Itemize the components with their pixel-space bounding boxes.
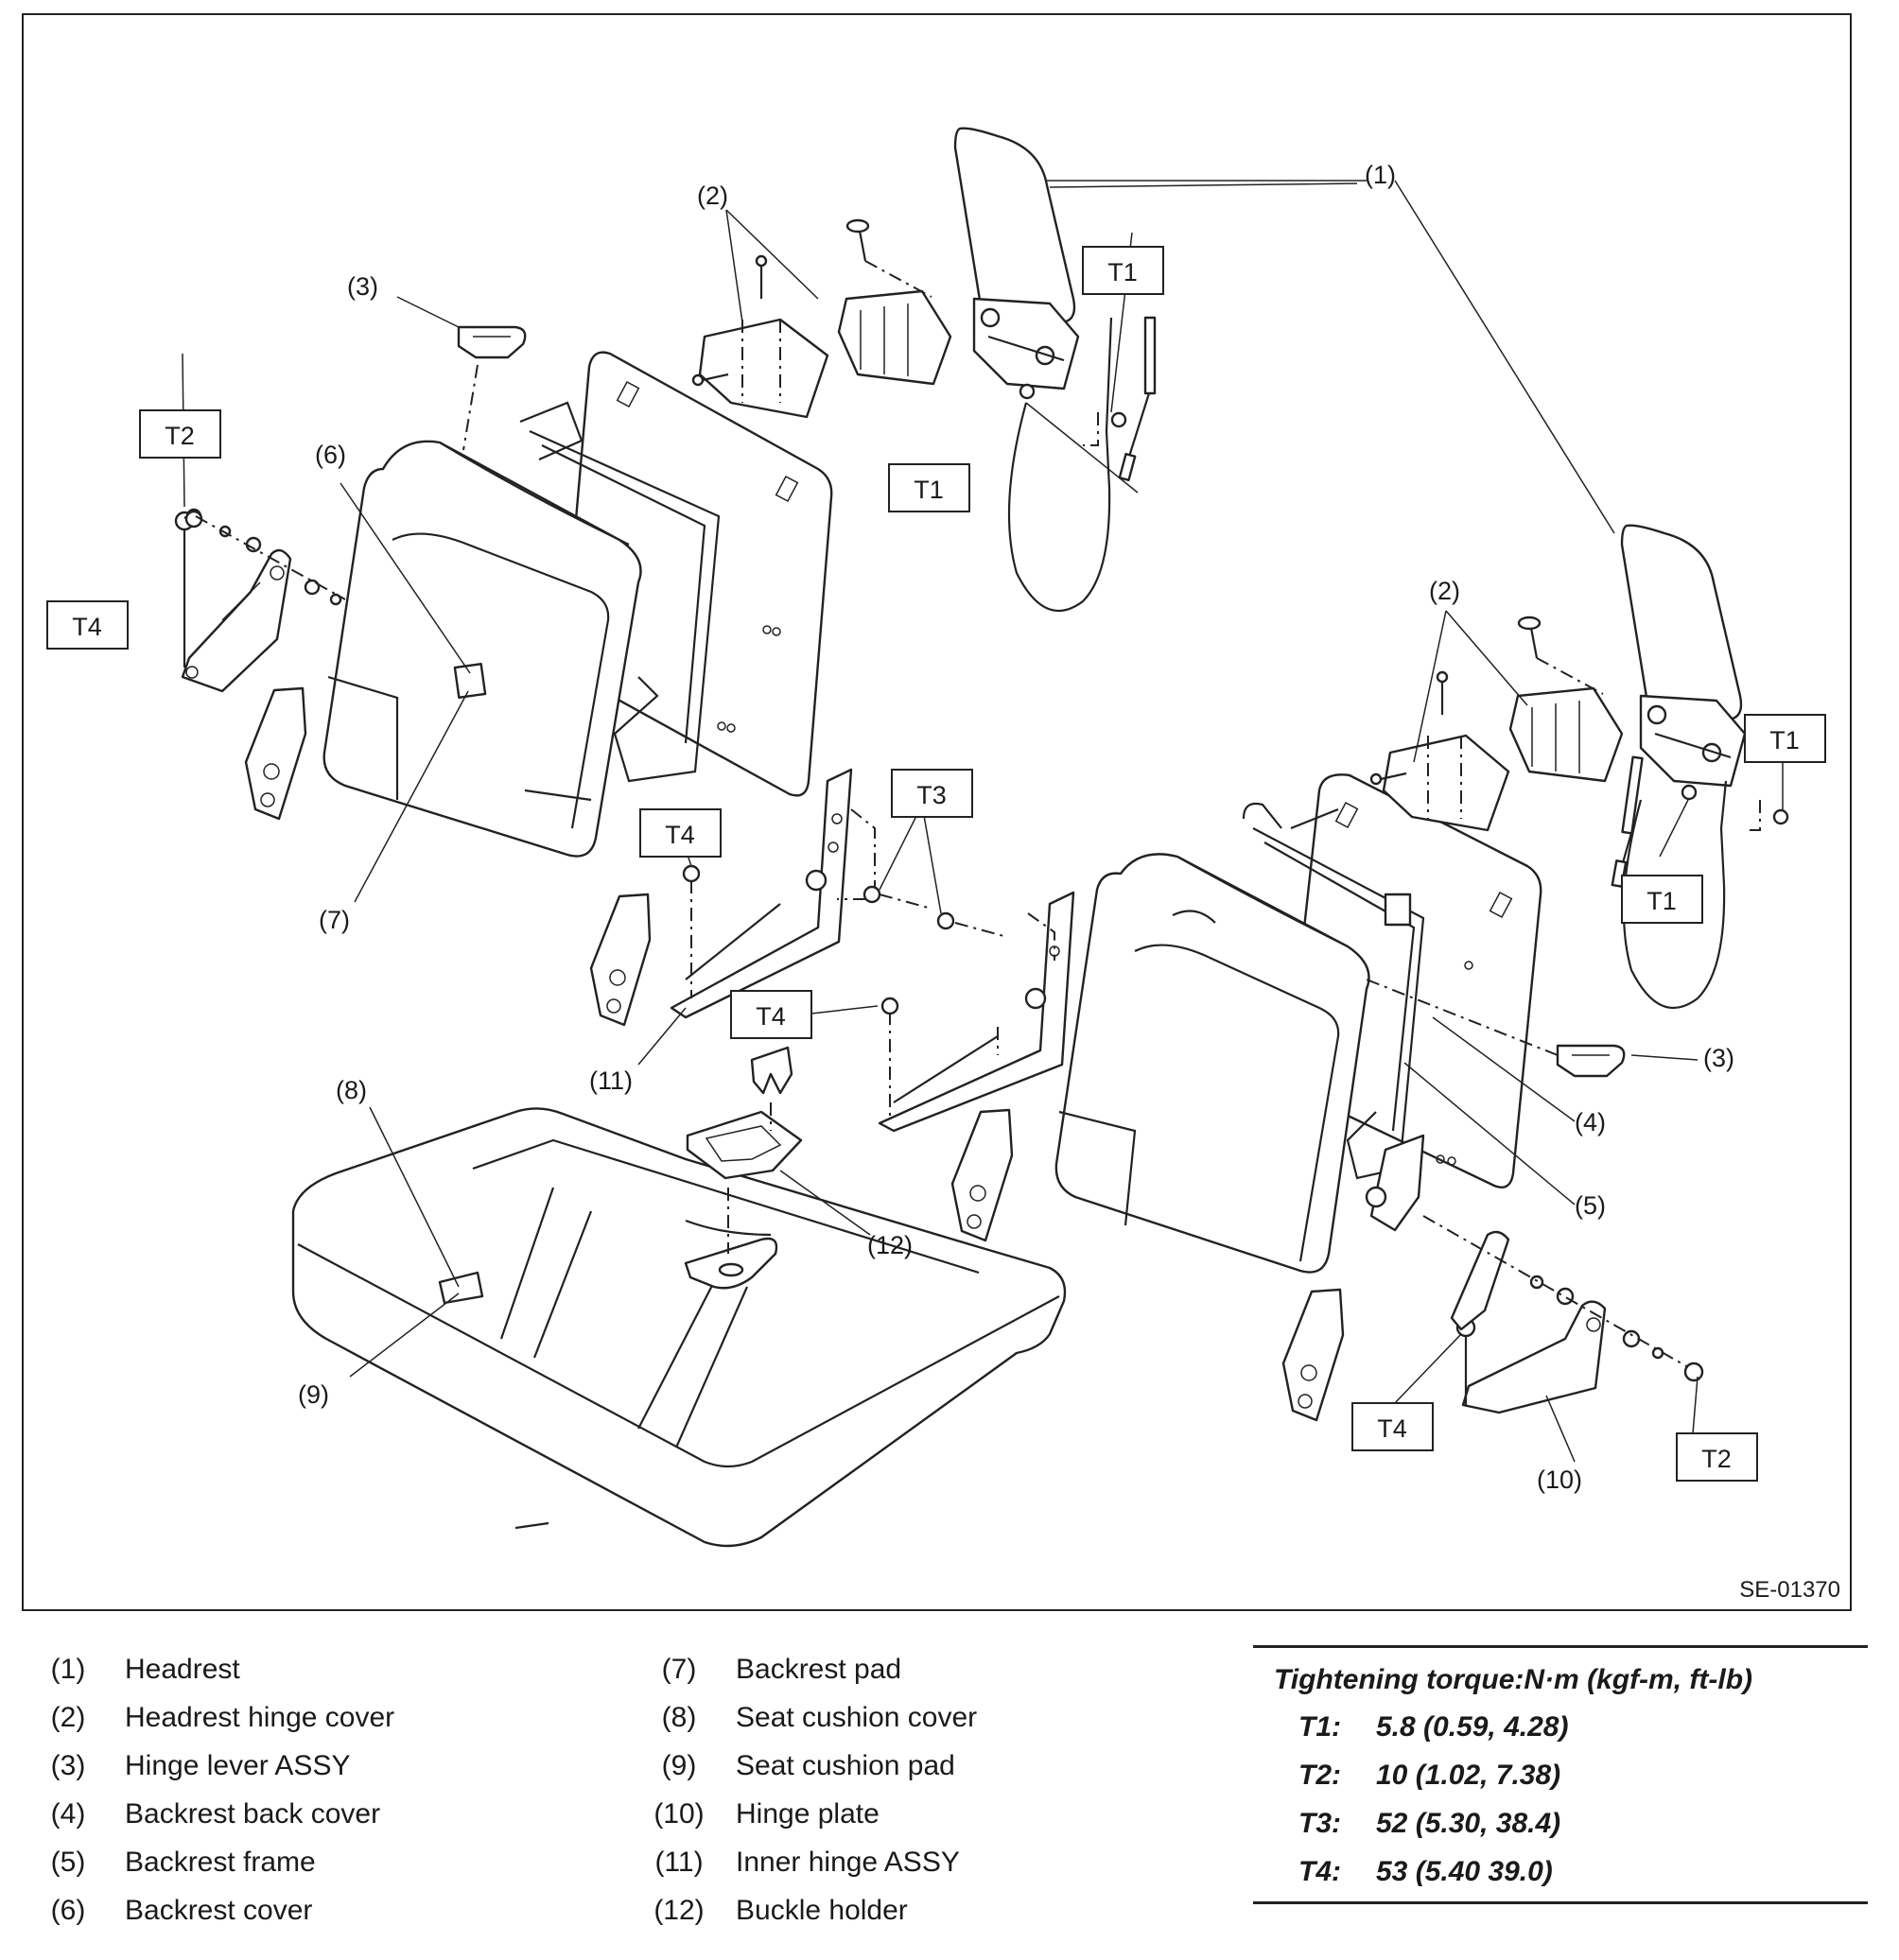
torque-box-t1-right: T1 <box>1621 875 1703 924</box>
backrest-pad-label <box>453 663 487 699</box>
hinge-foot-right <box>1281 1288 1345 1422</box>
legend-item: (3)Hinge lever ASSY <box>50 1749 351 1781</box>
exploded-diagram-frame: (1) (2) (2) (3) (3) (4) (5) (6) (7) (8) … <box>22 13 1852 1611</box>
torque-box-t1-right-top: T1 <box>1744 714 1826 763</box>
inner-hinge-assy-left <box>670 768 853 1019</box>
svg-text:T2: T2 <box>165 422 195 450</box>
callout-10: (10) <box>1537 1466 1582 1494</box>
hinge-foot-center-left <box>589 893 652 1027</box>
callout-3-right: (3) <box>1703 1044 1734 1072</box>
inner-hinge-assy-right <box>878 891 1075 1133</box>
hinge-lever-left <box>457 325 527 359</box>
hinge-lever-right <box>1556 1044 1626 1078</box>
torque-box-t4-center: T4 <box>639 808 722 858</box>
headrest-hinge-cover-left <box>837 289 952 386</box>
svg-text:T1: T1 <box>914 476 944 504</box>
frame-hinge-right <box>1369 1134 1425 1232</box>
headrest-hinge-cover-right <box>1508 686 1624 783</box>
torque-box-t3: T3 <box>891 769 973 818</box>
torque-table: Tightening torque:N·m (kgf-m, ft-lb) T1:… <box>1253 1645 1868 1904</box>
hinge-bracket-right-small <box>1450 1230 1510 1331</box>
headrest-left <box>953 127 1076 324</box>
torque-box-t1-left: T1 <box>888 463 970 512</box>
legend-item: (9)Seat cushion pad <box>661 1749 955 1781</box>
torque-box-t2-left: T2 <box>139 409 221 459</box>
seat-exploded-view: (1) (2) (2) (3) (3) (4) (5) (6) (7) (8) … <box>46 127 1826 1548</box>
callout-4: (4) <box>1575 1108 1606 1136</box>
callout-5: (5) <box>1575 1191 1606 1220</box>
legend-item: (7)Backrest pad <box>661 1653 902 1685</box>
callout-6: (6) <box>315 441 346 469</box>
headrest-mechanism-right <box>1639 694 1747 788</box>
legend-item: (5)Backrest frame <box>50 1846 316 1878</box>
legend-item: (12)Buckle holder <box>653 1894 908 1926</box>
callout-9: (9) <box>298 1380 329 1409</box>
torque-box-t4-right: T4 <box>1351 1402 1434 1451</box>
torque-box-t4-left: T4 <box>46 600 129 650</box>
headrest-hinge-bracket-left <box>698 318 829 419</box>
legend-item: (10)Hinge plate <box>653 1797 880 1830</box>
callout-7: (7) <box>319 906 350 934</box>
legend-item: (11)Inner hinge ASSY <box>654 1846 960 1878</box>
svg-text:T2: T2 <box>1701 1445 1732 1473</box>
legend-item: (8)Seat cushion cover <box>661 1701 978 1733</box>
buckle-clip <box>750 1046 793 1095</box>
svg-text:T4: T4 <box>72 613 102 641</box>
callout-8: (8) <box>336 1076 367 1104</box>
buckle-holder <box>686 1110 803 1180</box>
figure-code: SE-01370 <box>1739 1577 1840 1603</box>
torque-box-t1-top: T1 <box>1082 246 1164 295</box>
headrest-mechanism-left <box>972 297 1080 390</box>
torque-row: T1:5.8 (0.59, 4.28) <box>1298 1710 1569 1743</box>
backrest-cover-right <box>1054 853 1370 1274</box>
callout-1: (1) <box>1365 161 1396 189</box>
callout-3-left: (3) <box>347 272 378 301</box>
legend-column-2: (7)Backrest pad (8)Seat cushion cover (9… <box>653 1645 977 1934</box>
seat-cushion <box>291 1107 1067 1548</box>
hinge-foot-center-right <box>950 1108 1014 1242</box>
side-bracket-left <box>181 548 292 693</box>
svg-text:T4: T4 <box>756 1002 786 1031</box>
torque-table-title: Tightening torque:N·m (kgf-m, ft-lb) <box>1274 1664 1753 1695</box>
callout-2-left: (2) <box>697 182 728 210</box>
backrest-cover-left <box>322 440 642 858</box>
legend-item: (4)Backrest back cover <box>50 1797 381 1830</box>
torque-box-t2-right: T2 <box>1676 1432 1758 1482</box>
callout-2-right: (2) <box>1429 577 1460 605</box>
torque-row: T4:53 (5.40 39.0) <box>1298 1855 1553 1887</box>
legend-item: (1)Headrest <box>50 1653 240 1685</box>
headrest-right <box>1620 524 1743 721</box>
seat-cushion-pad-label <box>438 1271 484 1305</box>
svg-text:T1: T1 <box>1769 726 1800 755</box>
svg-text:T3: T3 <box>916 781 947 809</box>
backrest-back-cover-left <box>563 351 833 797</box>
hinge-foot-left <box>244 686 307 821</box>
svg-text:T1: T1 <box>1107 258 1138 286</box>
torque-row: T2:10 (1.02, 7.38) <box>1298 1759 1561 1791</box>
backrest-frame-left <box>529 429 721 783</box>
torque-box-t4-center-low: T4 <box>730 990 812 1039</box>
svg-text:T4: T4 <box>665 821 695 849</box>
callout-11: (11) <box>589 1067 633 1095</box>
legend-column-1: (1)Headrest (2)Headrest hinge cover (3)H… <box>42 1645 395 1934</box>
callout-12: (12) <box>867 1231 913 1259</box>
legend-item: (6)Backrest cover <box>50 1894 313 1926</box>
svg-text:T1: T1 <box>1646 887 1677 915</box>
release-cable-left <box>1007 402 1111 613</box>
torque-row: T3:52 (5.30, 38.4) <box>1298 1807 1561 1839</box>
svg-text:T4: T4 <box>1377 1414 1407 1443</box>
legend-item: (2)Headrest hinge cover <box>50 1701 395 1733</box>
hinge-plate-right <box>1461 1300 1607 1414</box>
